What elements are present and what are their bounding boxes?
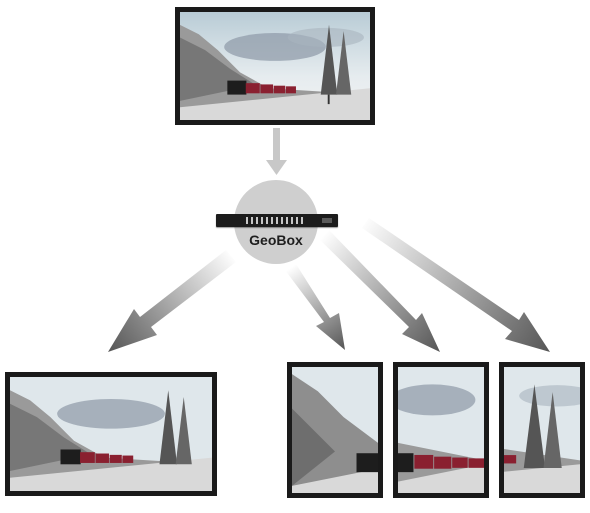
portrait-output-screen-2 bbox=[393, 362, 489, 498]
source-screen bbox=[175, 7, 375, 125]
portrait-output-screen-3 bbox=[499, 362, 585, 498]
arrow-to-wide-screen bbox=[108, 250, 236, 352]
arrow-to-panel-1 bbox=[285, 264, 345, 350]
wide-output-screen bbox=[5, 372, 217, 496]
portrait-output-screen-1 bbox=[287, 362, 383, 498]
train-landscape-image bbox=[292, 367, 378, 493]
train-landscape-image bbox=[180, 12, 370, 120]
train-landscape-image bbox=[10, 377, 212, 491]
arrow-to-panel-3 bbox=[362, 218, 550, 352]
arrow-to-panel-2 bbox=[320, 230, 440, 352]
geobox-label: GeoBox bbox=[249, 232, 303, 248]
device-buttons bbox=[246, 217, 306, 224]
device-port bbox=[322, 218, 332, 223]
down-arrow bbox=[266, 128, 287, 175]
train-landscape-image bbox=[398, 367, 484, 493]
train-landscape-image bbox=[504, 367, 580, 493]
geobox-device bbox=[216, 214, 338, 227]
